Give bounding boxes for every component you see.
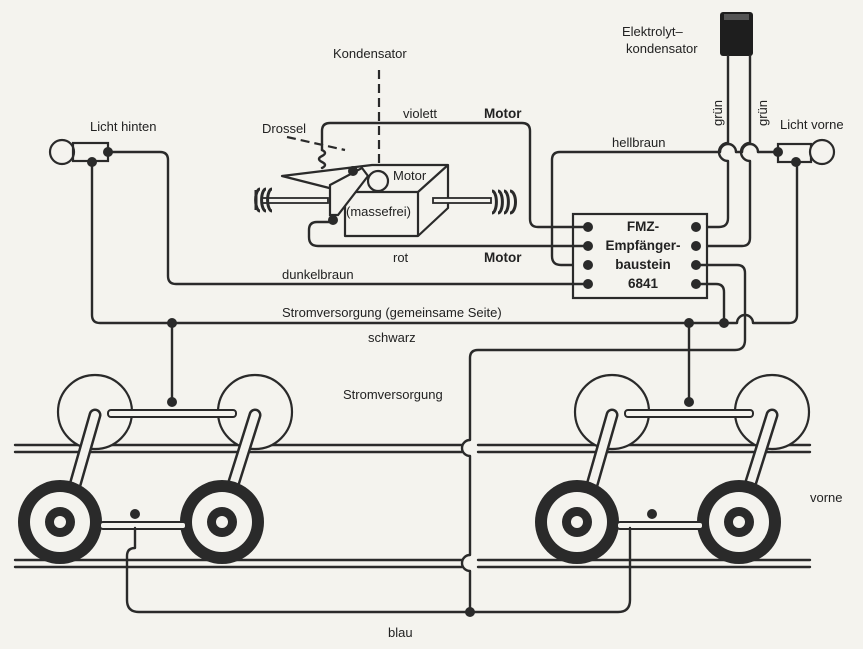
pickup-dot (647, 509, 657, 519)
motor (254, 163, 517, 238)
label-elektrolyt-1: Elektrolyt– (622, 24, 683, 39)
bogie-rear (18, 373, 294, 564)
fmz-receiver-module: FMZ- Empfänger- baustein 6841 (571, 212, 709, 300)
label-stromversorgung-gemeinsam: Stromversorgung (gemeinsame Seite) (282, 305, 502, 320)
wire-stromversorgung (460, 263, 747, 617)
pickup-dot (684, 397, 694, 407)
label-motor-bottom: Motor (484, 250, 522, 265)
label-dunkelbraun: dunkelbraun (282, 267, 354, 282)
pickup-dot (130, 509, 140, 519)
electrolytic-capacitor (720, 12, 753, 56)
bogie-front (535, 373, 811, 564)
module-line3: baustein (615, 257, 671, 272)
label-blau: blau (388, 625, 413, 640)
module-line1: FMZ- (627, 219, 659, 234)
label-motor-box: Motor (393, 168, 427, 183)
label-vorne: vorne (810, 490, 843, 505)
label-hellbraun: hellbraun (612, 135, 666, 150)
choke-coil (317, 148, 327, 170)
wire-dunkelbraun (106, 150, 590, 286)
pickup-plate (99, 521, 187, 530)
wire-rot (307, 220, 590, 248)
label-rot: rot (393, 250, 409, 265)
wire-blau (125, 526, 632, 614)
label-elektrolyt-2: kondensator (626, 41, 698, 56)
wire-gruen-left (695, 54, 730, 229)
light-rear (48, 138, 113, 167)
label-schwarz: schwarz (368, 330, 416, 345)
label-licht-hinten: Licht hinten (90, 119, 157, 134)
module-line4: 6841 (628, 276, 659, 291)
label-violett: violett (403, 106, 437, 121)
pickup-plate (616, 521, 704, 530)
module-line2: Empfänger- (605, 238, 680, 253)
label-kondensator: Kondensator (333, 46, 407, 61)
light-front (773, 138, 836, 167)
pickup-dot (167, 397, 177, 407)
label-drossel: Drossel (262, 121, 306, 136)
label-gruen-right: grün (755, 100, 770, 126)
label-gruen-left: grün (710, 100, 725, 126)
label-massefrei: (massefrei) (346, 204, 411, 219)
label-stromversorgung: Stromversorgung (343, 387, 443, 402)
wire-violett (320, 121, 590, 229)
label-licht-vorne: Licht vorne (780, 117, 844, 132)
pickup-plate (107, 409, 237, 418)
label-motor-top: Motor (484, 106, 522, 121)
pickup-plate (624, 409, 754, 418)
